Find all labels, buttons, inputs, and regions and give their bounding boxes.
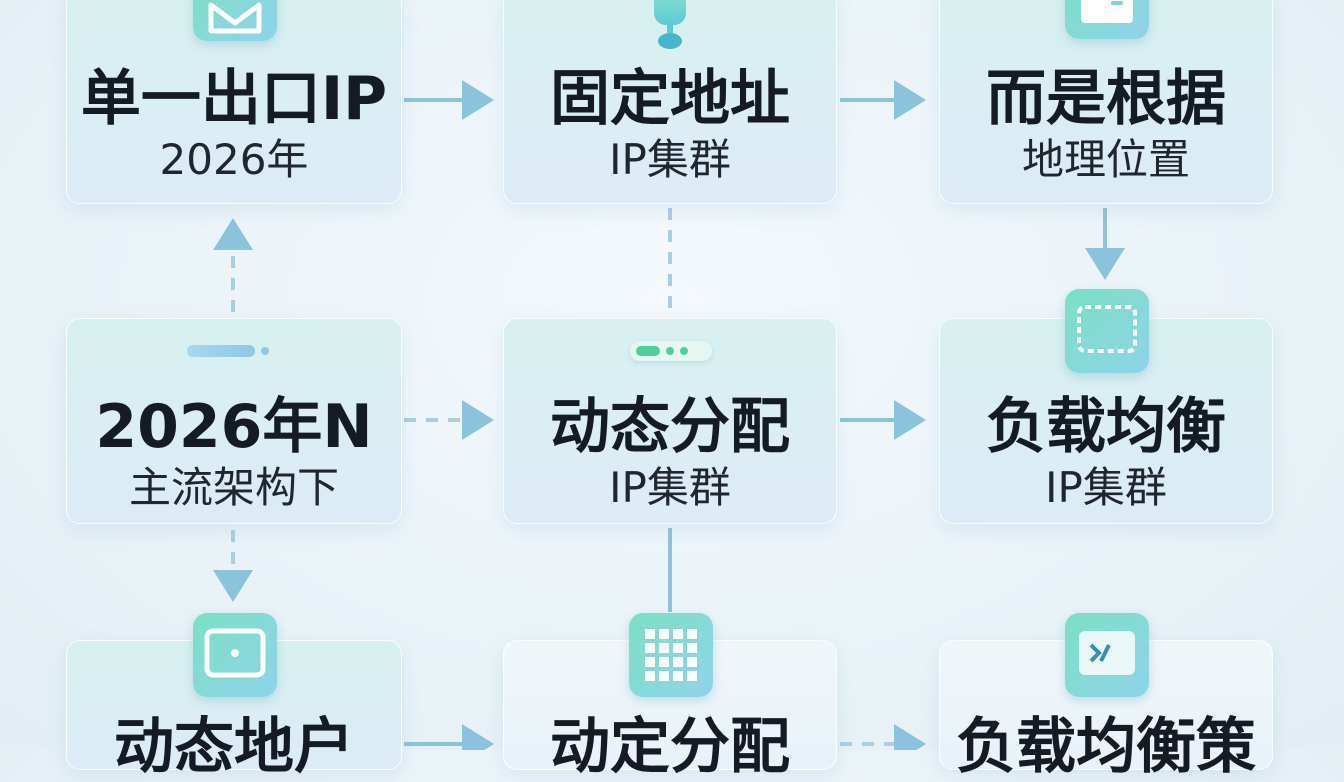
location-pin-icon [650,0,690,51]
node-title: 动态分配 [550,392,790,462]
node-card-6: 负载均衡 IP集群 [939,289,1273,524]
node-card-7: 动态地户 [66,613,402,777]
node-title: 而是根据 [986,64,1226,134]
node-subtitle: IP集群 [1045,463,1167,512]
node-subtitle: IP集群 [609,463,731,512]
node-title: 固定地址 [550,64,790,134]
node-card-8: 动定分配 [503,613,837,777]
node-card-1: 单一出口IP 2026年 [66,0,402,204]
terminal-window-icon [1065,613,1149,697]
node-subtitle: 主流架构下 [128,463,339,512]
envelope-icon [193,0,277,41]
grid-icon [629,613,713,697]
slider-bar-icon [187,345,255,357]
node-card-4: 2026年N 主流架构下 [66,318,402,524]
chat-window-icon [1065,0,1149,39]
node-subtitle: IP集群 [609,135,731,184]
slider-dot [261,347,269,355]
node-title: 2026年N [95,392,373,462]
diagram-canvas: 单一出口IP 2026年 固定地址 IP集群 而是根据 地理位置 2026年N … [66,0,1273,777]
monitor-icon [193,613,277,697]
node-card-5: 动态分配 IP集群 [503,318,837,524]
node-subtitle: 地理位置 [1021,135,1190,184]
node-title: 动态地户 [114,712,354,782]
node-card-9: 负载均衡策 [939,613,1273,777]
node-subtitle: 2026年 [159,135,309,184]
node-card-3: 而是根据 地理位置 [939,0,1273,204]
node-title: 负载均衡策 [956,712,1256,782]
node-title: 动定分配 [550,712,790,782]
screen-frame-icon [1065,289,1149,373]
toggle-dots-icon [630,341,712,361]
node-title: 单一出口IP [80,64,388,134]
node-card-2: 固定地址 IP集群 [503,0,837,204]
node-title: 负载均衡 [986,392,1226,462]
